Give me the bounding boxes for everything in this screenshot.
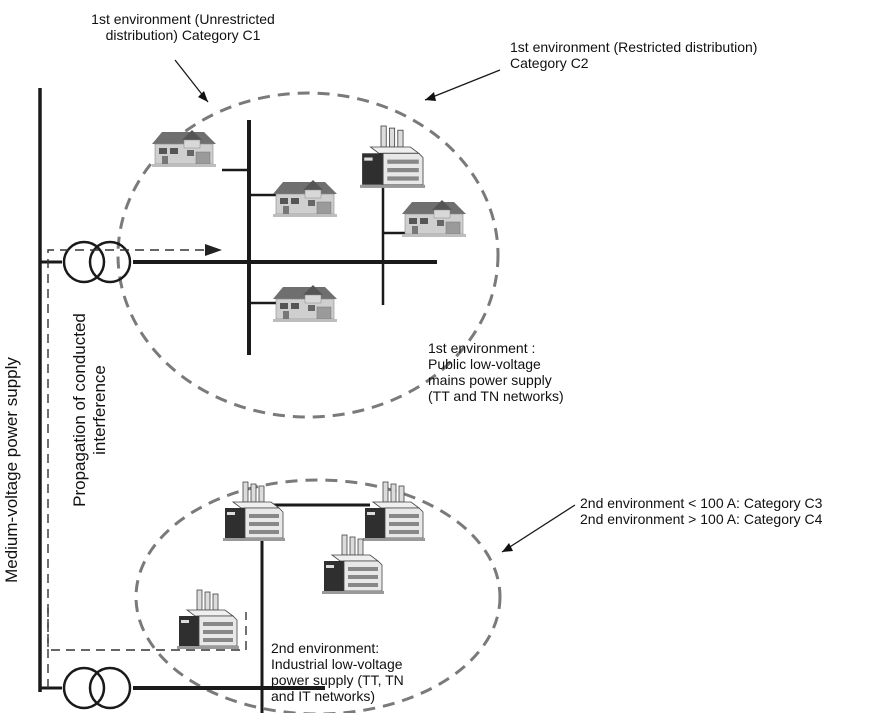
leader-line-c3-c4 [501,504,576,553]
first-environment-boundary [116,91,500,419]
label-first-environment: 1st environment : Public low-voltage mai… [428,340,564,404]
label-propagation-interference: Propagation of conducted interference [70,313,109,507]
propagation-path-upper [47,249,205,688]
arrow-head-icon [205,244,222,256]
label-category-c1: 1st environment (Unrestricted distributi… [91,11,275,43]
transformer-icon-secondary-coil [88,666,132,710]
leader-line-c2 [424,69,501,101]
label-second-environment: 2nd environment: Industrial low-voltage … [271,640,404,704]
arrow-head-icon [502,543,513,552]
house-icon [401,199,467,238]
house-icon [272,284,338,323]
propagation-path-lower [47,608,247,651]
label-category-c2: 1st environment (Restricted distribution… [510,39,758,71]
arrow-head-icon [425,92,436,101]
transformer-icon-primary-coil [62,240,106,284]
second-environment-boundary [134,478,502,716]
house-icon [272,179,338,218]
factory-icon [362,481,426,542]
factory-icon [321,534,385,595]
factory-icon [176,589,240,650]
house-icon [151,129,217,168]
transformer-icon-secondary-coil [88,240,132,284]
label-medium-voltage-supply: Medium-voltage power supply [2,357,21,583]
transformer-icon-primary-coil [62,666,106,710]
arrow-head-icon [198,91,208,102]
label-category-c3-c4: 2nd environment < 100 A: Category C3 2nd… [580,495,823,527]
factory-icon [359,125,426,189]
factory-icon [222,481,286,542]
